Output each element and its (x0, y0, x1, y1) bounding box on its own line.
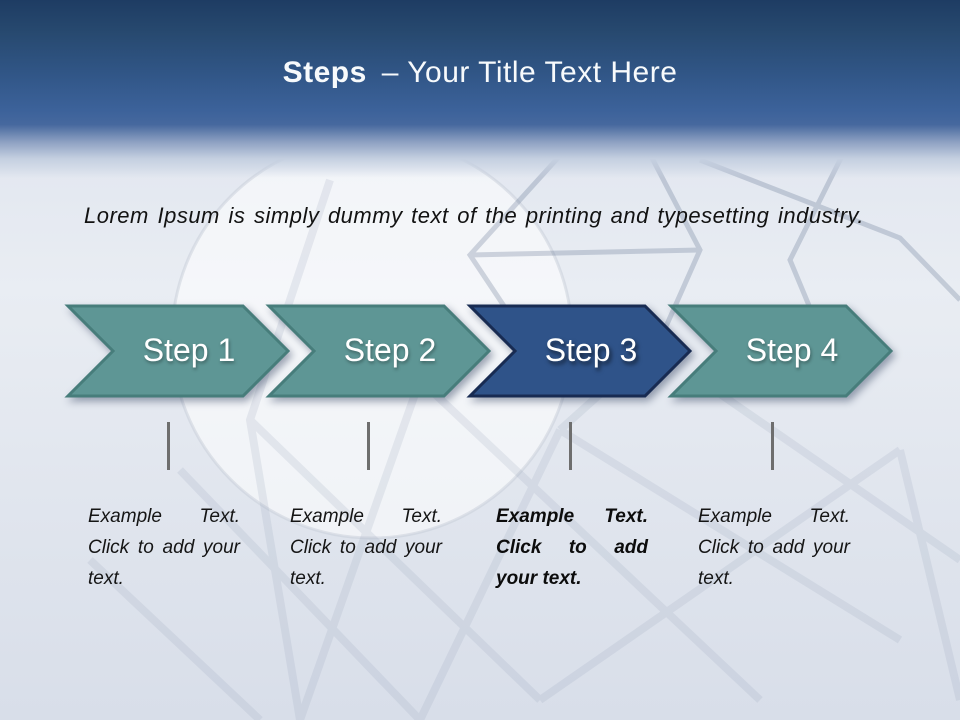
step-chevron-3-highlighted[interactable]: Step 3 (466, 304, 693, 398)
slide-title[interactable]: Steps – Your Title Text Here (0, 0, 960, 90)
tick-mark-2 (367, 422, 370, 470)
chevron-arrow-shape (466, 304, 693, 398)
title-bar: Steps – Your Title Text Here (0, 0, 960, 178)
step-label-1: Step 1 (142, 332, 236, 368)
title-emphasis: Steps (282, 56, 367, 89)
step-description-2[interactable]: Example Text. Click to add your text. (290, 506, 442, 589)
chevron-arrow-shape (667, 304, 894, 398)
step-chevron-1[interactable]: Step 1 (64, 304, 291, 398)
tick-mark-1 (167, 422, 170, 470)
step-chevron-2[interactable]: Step 2 (265, 304, 492, 398)
chevron-arrow-shape (265, 304, 492, 398)
step-label-2: Step 2 (343, 332, 437, 368)
title-rest: – Your Title Text Here (381, 56, 678, 89)
tick-mark-3 (569, 422, 572, 470)
net-lines-light (87, 178, 960, 720)
chevron-arrow-shape (64, 304, 291, 398)
tick-mark-4 (771, 422, 774, 470)
step-description-4[interactable]: Example Text. Click to add your text. (698, 506, 850, 589)
step-label-4: Step 4 (745, 332, 839, 368)
intro-text[interactable]: Lorem Ipsum is simply dummy text of the … (84, 203, 865, 228)
step-description-1[interactable]: Example Text. Click to add your text. (88, 506, 240, 589)
step-chevron-4[interactable]: Step 4 (667, 304, 894, 398)
step-label-3: Step 3 (544, 332, 638, 368)
step-description-3[interactable]: Example Text. Click to add your text. (496, 506, 648, 589)
